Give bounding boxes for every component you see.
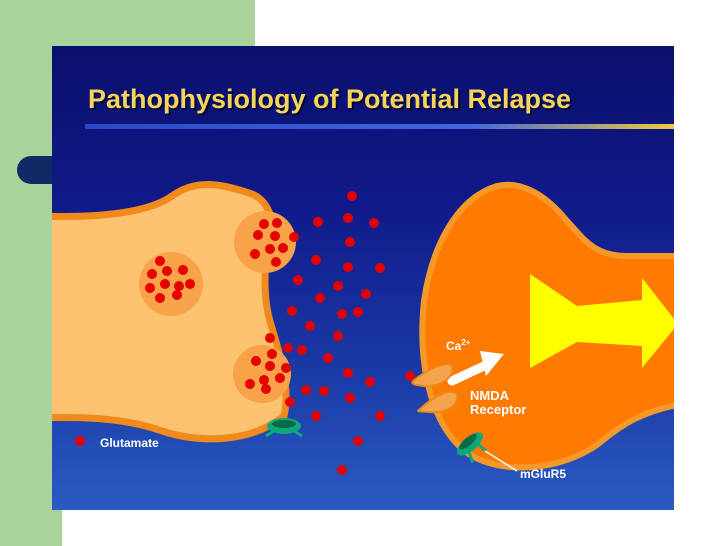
glutamate-dot bbox=[259, 219, 269, 229]
mglur5-receptor-post bbox=[456, 432, 488, 464]
glutamate-dot bbox=[259, 375, 269, 385]
glutamate-dot bbox=[287, 306, 297, 316]
mglur5-pointer-line bbox=[484, 450, 518, 472]
glutamate-legend-dot bbox=[75, 436, 85, 446]
glutamate-dot bbox=[337, 309, 347, 319]
nmda-label-line1: NMDA bbox=[470, 388, 510, 403]
glutamate-dot bbox=[313, 217, 323, 227]
glutamate-dot bbox=[272, 218, 282, 228]
glutamate-dot bbox=[345, 393, 355, 403]
nmda-receptor bbox=[411, 363, 459, 414]
glutamate-dot bbox=[265, 333, 275, 343]
glutamate-dot bbox=[178, 265, 188, 275]
glutamate-dot bbox=[301, 385, 311, 395]
glutamate-dot bbox=[265, 361, 275, 371]
glutamate-dot bbox=[172, 290, 182, 300]
glutamate-dot bbox=[343, 213, 353, 223]
mglur5-label: mGluR5 bbox=[520, 467, 566, 481]
glutamate-dot bbox=[270, 231, 280, 241]
glutamate-dot bbox=[185, 279, 195, 289]
glutamate-dot bbox=[311, 411, 321, 421]
glutamate-dot bbox=[275, 373, 285, 383]
glutamate-dot bbox=[347, 191, 357, 201]
glutamate-dot bbox=[250, 249, 260, 259]
glutamate-dots bbox=[145, 191, 385, 475]
glutamate-dot bbox=[365, 377, 375, 387]
glutamate-dot bbox=[281, 363, 291, 373]
glutamate-dot bbox=[285, 397, 295, 407]
glutamate-dot bbox=[343, 262, 353, 272]
signal-arrow bbox=[530, 274, 674, 368]
glutamate-dot bbox=[289, 232, 299, 242]
glutamate-dot bbox=[323, 353, 333, 363]
glutamate-dot bbox=[147, 269, 157, 279]
glutamate-dot bbox=[271, 257, 281, 267]
glutamate-dot bbox=[353, 307, 363, 317]
vesicle bbox=[233, 345, 291, 403]
calcium-charge: 2+ bbox=[461, 338, 470, 347]
glutamate-dot bbox=[311, 255, 321, 265]
glutamate-dot bbox=[160, 279, 170, 289]
glutamate-dot bbox=[375, 411, 385, 421]
glutamate-dot bbox=[369, 218, 379, 228]
calcium-influx-arrow bbox=[447, 351, 504, 386]
slide-title: Pathophysiology of Potential Relapse bbox=[88, 84, 572, 114]
title-rule bbox=[85, 124, 674, 129]
nmda-label-line2: Receptor bbox=[470, 402, 526, 417]
glutamate-dot bbox=[155, 293, 165, 303]
glutamate-dot bbox=[145, 283, 155, 293]
synapse-diagram: Glutamate Ca2+ NMDA Receptor mGluR5 bbox=[52, 181, 674, 481]
glutamate-dot bbox=[353, 436, 363, 446]
glutamate-dot bbox=[155, 256, 165, 266]
glutamate-dot bbox=[345, 237, 355, 247]
glutamate-dot bbox=[333, 331, 343, 341]
calcium-dot bbox=[405, 371, 415, 381]
glutamate-label: Glutamate bbox=[100, 436, 159, 450]
glutamate-dot bbox=[297, 345, 307, 355]
calcium-symbol: Ca bbox=[446, 339, 462, 353]
glutamate-dot bbox=[337, 465, 347, 475]
glutamate-dot bbox=[278, 243, 288, 253]
glutamate-dot bbox=[245, 379, 255, 389]
glutamate-dot bbox=[361, 289, 371, 299]
glutamate-dot bbox=[283, 343, 293, 353]
glutamate-dot bbox=[333, 281, 343, 291]
glutamate-dot bbox=[174, 281, 184, 291]
glutamate-dot bbox=[162, 266, 172, 276]
glutamate-dot bbox=[375, 263, 385, 273]
calcium-label: Ca2+ bbox=[446, 338, 471, 353]
glutamate-dot bbox=[319, 386, 329, 396]
glutamate-dot bbox=[305, 321, 315, 331]
glutamate-dot bbox=[261, 384, 271, 394]
mglur5-receptor-pre bbox=[265, 418, 303, 438]
glutamate-dot bbox=[343, 368, 353, 378]
glutamate-dot bbox=[267, 349, 277, 359]
glutamate-dot bbox=[251, 356, 261, 366]
glutamate-dot bbox=[265, 244, 275, 254]
glutamate-dot bbox=[293, 275, 303, 285]
glutamate-dot bbox=[315, 293, 325, 303]
glutamate-dot bbox=[253, 230, 263, 240]
slide: Pathophysiology of Potential Relapse bbox=[52, 46, 674, 510]
